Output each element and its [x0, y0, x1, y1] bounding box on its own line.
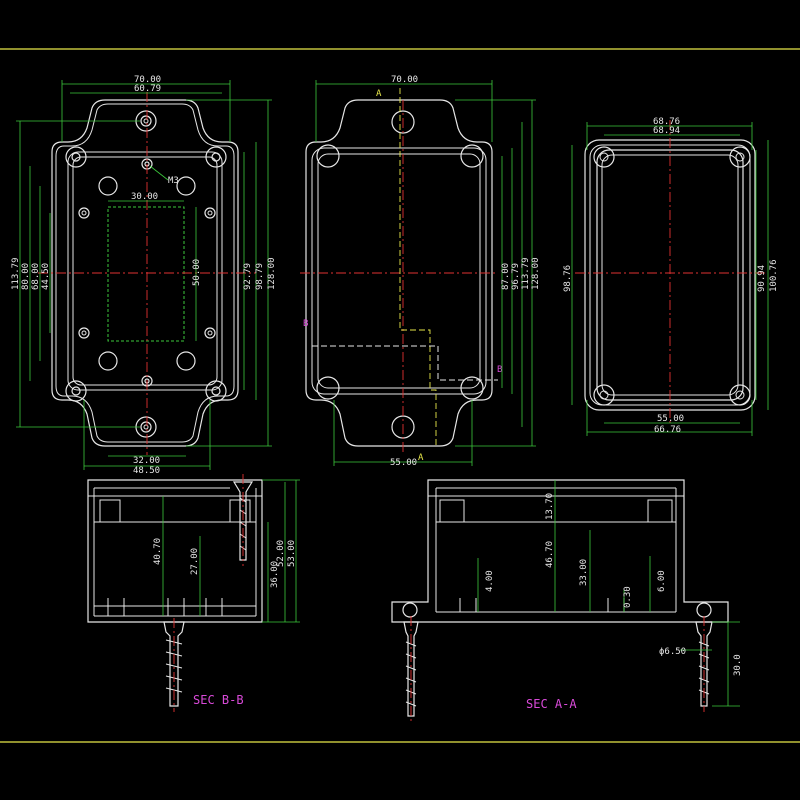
section-aa: 13.70 46.70 33.00 4.00 6.00 0.30 30.0 ϕ6…	[391, 479, 743, 722]
dim-113-79-mid: 113.79	[521, 257, 531, 290]
top-view-1: 70.00 60.79 30.00 32.00 48.50 M3 113.79 …	[11, 75, 277, 476]
thread-m3: M3	[168, 176, 179, 186]
dim-6: 6.00	[657, 570, 667, 592]
dim-100-76: 100.76	[769, 259, 779, 292]
section-b-right: B	[497, 365, 502, 375]
dim-68-94: 68.94	[653, 126, 680, 136]
section-bb: 40.70 27.00 36.00 52.00 53.00 SEC B-B	[87, 474, 300, 712]
dim-33: 33.00	[579, 559, 589, 586]
dim-92-79: 92.79	[243, 263, 253, 290]
dim-53: 53.00	[287, 540, 297, 567]
section-bb-label: SEC B-B	[193, 693, 244, 707]
section-a-top: A	[376, 89, 382, 99]
dim-70-mid: 70.00	[391, 75, 418, 85]
dim-98-76: 98.76	[563, 265, 573, 292]
dim-diameter-6-50: ϕ6.50	[659, 647, 686, 657]
dim-32: 32.00	[133, 456, 160, 466]
dim-90-94: 90.94	[757, 265, 767, 292]
top-view-2: A A B B 70.00 55.00 87.00 96.79 113.79 1…	[300, 75, 541, 468]
section-aa-label: SEC A-A	[526, 697, 577, 711]
dim-68: 68.00	[31, 263, 41, 290]
dim-70: 70.00	[134, 75, 161, 85]
dim-46-70: 46.70	[545, 541, 555, 568]
dim-0-30: 0.30	[623, 586, 633, 608]
dim-128-mid: 128.00	[531, 257, 541, 290]
section-b-left: B	[303, 319, 308, 329]
dim-13-70: 13.70	[545, 493, 555, 520]
dim-52: 52.00	[276, 540, 286, 567]
dim-80: 80.00	[21, 263, 31, 290]
dim-30: 30.00	[131, 192, 158, 202]
dim-128: 128.00	[267, 257, 277, 290]
dim-44-50: 44.50	[41, 263, 51, 290]
dim-55-mid: 55.00	[390, 458, 417, 468]
dim-55-lid: 55.00	[657, 414, 684, 424]
dim-36: 36.00	[270, 561, 280, 588]
dim-68-76: 68.76	[653, 117, 680, 127]
dim-113-79: 113.79	[11, 257, 21, 290]
dim-60-79: 60.79	[134, 84, 161, 94]
dim-48-50: 48.50	[133, 466, 160, 476]
dim-50: 50.00	[192, 259, 202, 286]
dim-66-76: 66.76	[654, 425, 681, 435]
dim-98-79: 98.79	[255, 263, 265, 290]
dim-87: 87.00	[501, 263, 511, 290]
dim-27: 27.00	[190, 548, 200, 575]
section-a-bottom: A	[418, 453, 424, 463]
dim-96-79: 96.79	[511, 263, 521, 290]
dim-40-70: 40.70	[153, 538, 163, 565]
top-view-3: 68.76 68.94 55.00 66.76 98.76 90.94 100.…	[563, 117, 779, 436]
dim-4: 4.00	[485, 570, 495, 592]
dim-30-0: 30.0	[733, 654, 743, 676]
